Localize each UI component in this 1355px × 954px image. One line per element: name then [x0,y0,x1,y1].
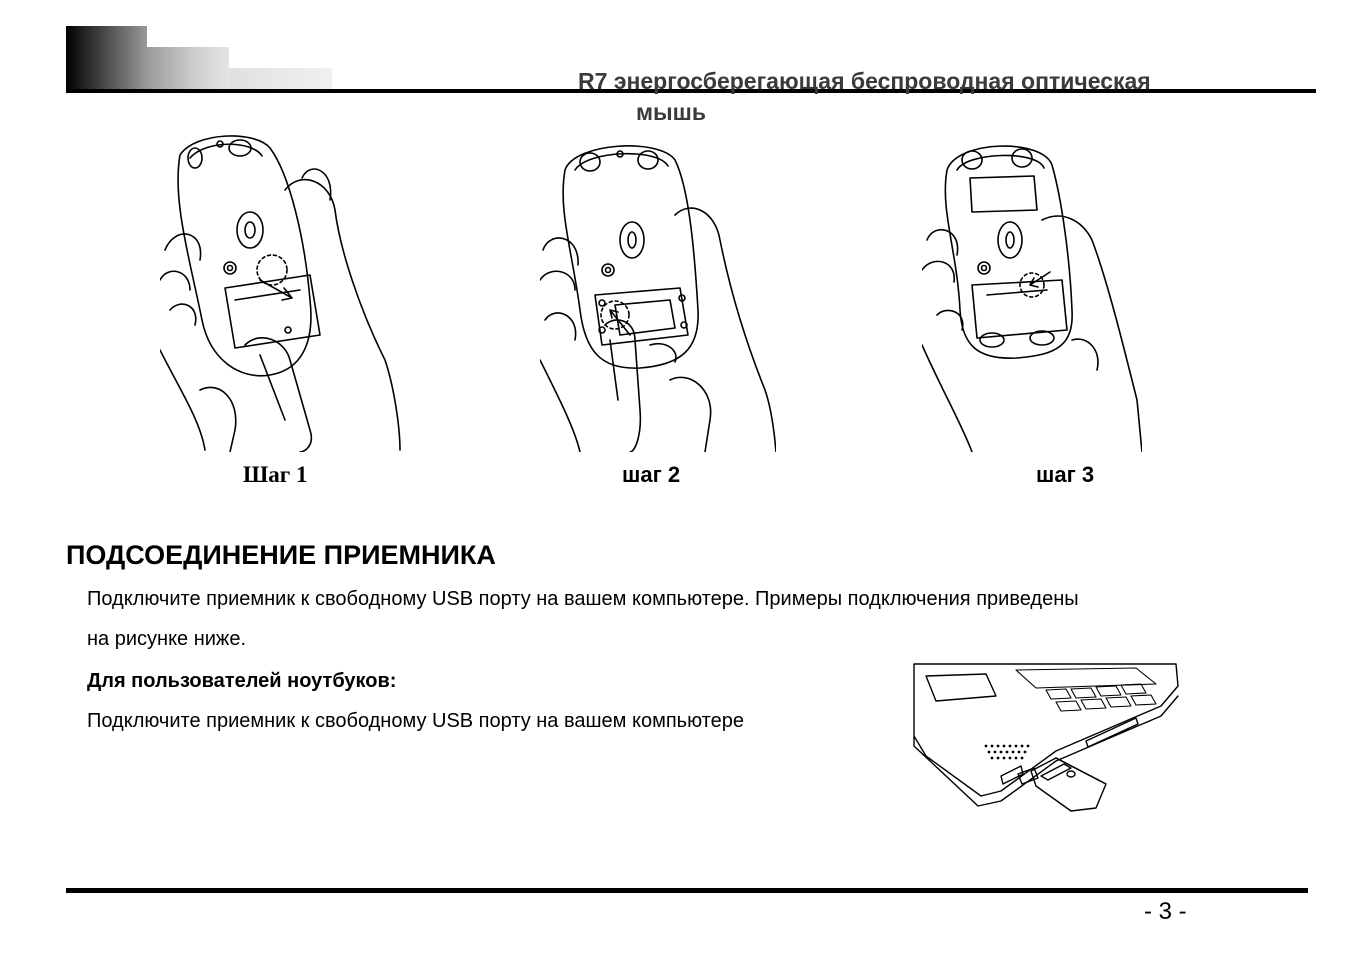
mouse-press-battery-illustration [540,140,776,452]
step-3-label: шаг 3 [1036,462,1095,487]
laptop-users-text: Подключите приемник к свободному USB пор… [87,710,744,732]
laptop-usb-receiver-illustration [906,656,1186,822]
laptop-users-heading: Для пользователей ноутбуков: [87,670,397,692]
mouse-open-battery-cover-illustration [160,130,404,452]
document-title: R7 энергосберегающая беспроводная оптиче… [578,66,1278,128]
section-title: ПОДСОЕДИНЕНИЕ ПРИЕМНИКА [66,540,496,570]
header-logo-block-dark [66,26,147,90]
header-logo-block-mid [147,47,229,90]
page-number: - 3 - [1144,898,1187,925]
intro-text-line2: на рисунке ниже. [87,628,246,650]
header-rule [66,89,1316,93]
intro-text-line1: Подключите приемник к свободному USB пор… [87,588,1079,610]
mouse-close-battery-cover-illustration [922,140,1142,452]
footer-rule [66,888,1308,893]
header-logo-block-light [229,68,332,90]
document-title-line2: мышь [636,99,706,125]
document-title-line1: R7 энергосберегающая беспроводная оптиче… [578,68,1151,94]
step-1-label: Шаг 1 [243,462,308,487]
step-2-label: шаг 2 [622,462,681,487]
